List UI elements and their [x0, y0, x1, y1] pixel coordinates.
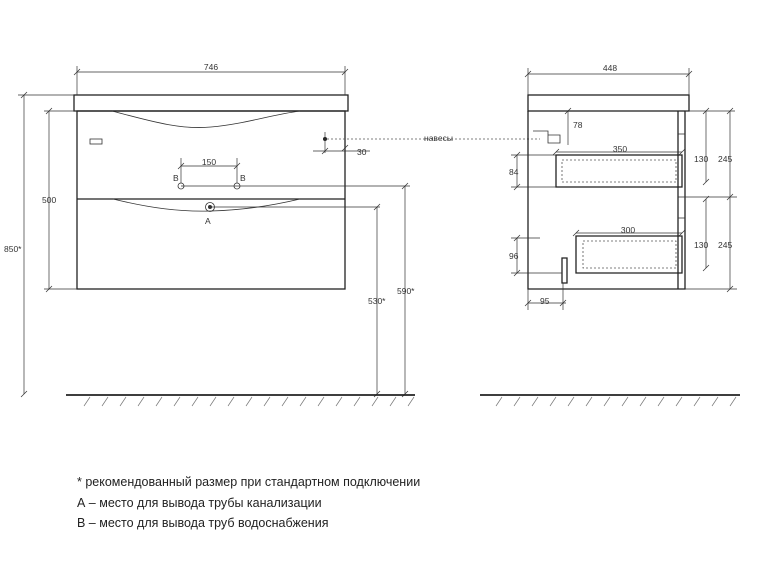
side-hinge-bracket: [533, 130, 561, 144]
dim-section-245-bottom: 245: [718, 240, 732, 250]
drawer-handle-curve: [112, 198, 301, 212]
dim-section-130-bottom: 130: [694, 240, 708, 250]
dim-height-850: 850*: [4, 244, 22, 254]
dim-section-130-top: 130: [694, 154, 708, 164]
front-cabinet-body: [76, 110, 346, 290]
dim-offset-95: 95: [540, 296, 550, 306]
notes-block: * рекомендованный размер при стандартном…: [77, 472, 420, 534]
front-dimensions: 746 850* 500 150 В В А 30 навесы: [4, 62, 540, 398]
front-view: [73, 94, 349, 290]
dim-drawer-bottom-300: 300: [621, 225, 635, 235]
dim-height-500: 500: [42, 195, 56, 205]
dim-hinge-78: 78: [573, 120, 583, 130]
dim-depth-448: 448: [603, 63, 617, 73]
dim-section-245-top: 245: [718, 154, 732, 164]
side-dimensions: 448 78 350 84 300 96 95: [509, 63, 737, 310]
side-cabinet-body: [527, 111, 686, 290]
label-a: А: [205, 216, 211, 226]
overflow-mark: [89, 138, 103, 145]
side-drawer-bottom: [575, 235, 683, 274]
dim-drawer-top-84: 84: [509, 167, 519, 177]
side-countertop: [527, 94, 690, 112]
side-view: [527, 94, 690, 290]
front-floor: [66, 394, 415, 407]
dim-drawer-bottom-96: 96: [509, 251, 519, 261]
label-b-left: В: [173, 173, 179, 183]
label-hinges: навесы: [424, 133, 453, 143]
note-a-drain: А – место для вывода трубы канализации: [77, 495, 322, 510]
front-countertop: [73, 94, 349, 112]
basin-curve: [111, 110, 301, 128]
dim-drain-530: 530*: [368, 296, 386, 306]
note-b-water: В – место для вывода труб водоснабжения: [77, 516, 329, 530]
dim-width-746: 746: [204, 62, 218, 72]
side-drawer-top: [555, 154, 683, 188]
drain-a-inner: [208, 205, 212, 209]
dim-water-590: 590*: [397, 286, 415, 296]
side-floor: [480, 394, 740, 407]
dim-hinge-30: 30: [357, 147, 367, 157]
label-b-right: В: [240, 173, 246, 183]
note-recommended: * рекомендованный размер при стандартном…: [77, 475, 421, 489]
dim-pipe-spacing-150: 150: [202, 157, 216, 167]
dim-drawer-top-350: 350: [613, 144, 627, 154]
